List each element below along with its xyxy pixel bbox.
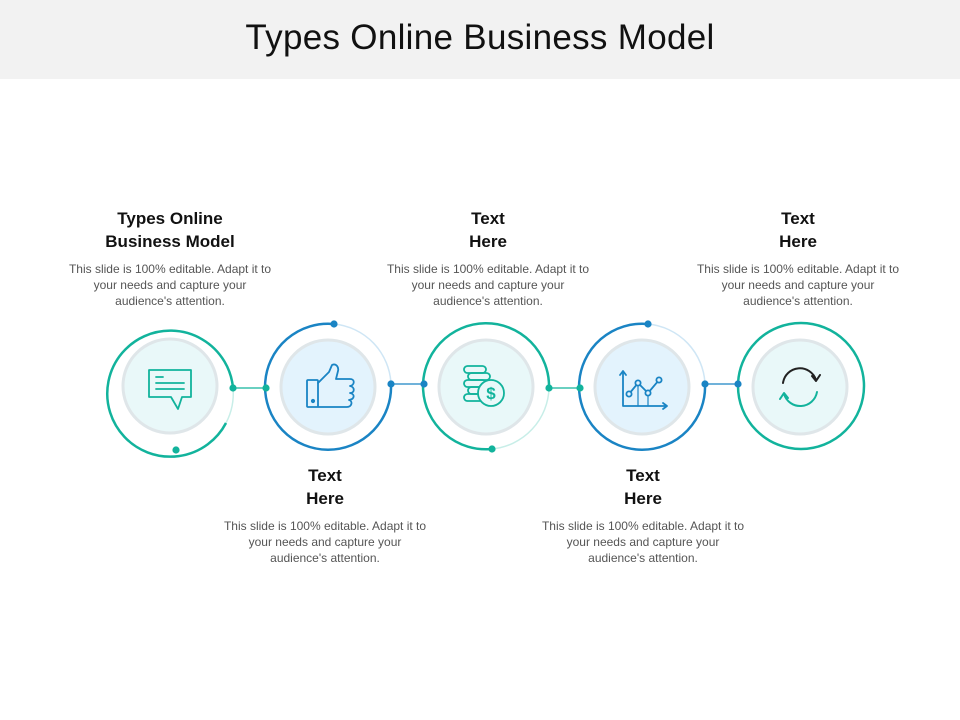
step-1-text: Types Online Business Model This slide i…	[65, 207, 275, 309]
step-1-outer-ring	[106, 329, 235, 458]
step-4-dot-left	[576, 384, 584, 392]
step-2-dot-right	[387, 380, 395, 388]
coins-dollar-icon: $	[463, 365, 505, 407]
step-3-dot-left	[420, 380, 428, 388]
step-1-dot-right	[229, 384, 237, 392]
step-3-dot-bottom	[488, 445, 496, 453]
step-2-heading: Text Here	[306, 466, 344, 508]
step-3-heading: Text Here	[469, 209, 507, 251]
step-2-text: Text Here This slide is 100% editable. A…	[220, 464, 430, 566]
step-2-dot-left	[262, 384, 270, 392]
chat-icon	[148, 369, 192, 410]
step-1-node	[106, 329, 237, 458]
line-chart-icon	[619, 370, 668, 410]
svg-text:$: $	[486, 384, 496, 403]
refresh-cycle-icon	[779, 367, 821, 408]
step-4-dot-right	[701, 380, 709, 388]
step-4-node	[576, 320, 709, 451]
step-4-faint-arc	[647, 323, 706, 385]
step-4-outer-ring	[577, 322, 707, 451]
step-1-inner-circle	[121, 337, 219, 435]
step-3-node: $	[420, 322, 553, 453]
step-1-heading: Types Online Business Model	[105, 209, 235, 251]
step-5-inner-circle	[751, 338, 849, 436]
step-5-node	[734, 321, 866, 451]
step-1-description: This slide is 100% editable. Adapt it to…	[68, 262, 272, 308]
thumbs-up-icon	[306, 363, 355, 408]
step-3-description: This slide is 100% editable. Adapt it to…	[386, 262, 590, 308]
step-3-outer-ring	[421, 322, 551, 451]
step-5-text: Text Here This slide is 100% editable. A…	[693, 207, 903, 309]
step-3-text: Text Here This slide is 100% editable. A…	[383, 207, 593, 309]
step-2-description: This slide is 100% editable. Adapt it to…	[223, 519, 427, 565]
step-4-dot-top	[644, 320, 652, 328]
step-2-outer-ring	[263, 322, 393, 451]
page-title: Types Online Business Model	[245, 18, 715, 57]
step-4-heading: Text Here	[624, 466, 662, 508]
step-5-dot-left	[734, 380, 742, 388]
step-4-description: This slide is 100% editable. Adapt it to…	[541, 519, 745, 565]
step-2-dot-top	[330, 320, 338, 328]
step-5-description: This slide is 100% editable. Adapt it to…	[696, 262, 900, 308]
step-1-faint-arc	[225, 387, 235, 424]
step-1-dot-bottom	[172, 446, 180, 454]
step-5-heading: Text Here	[779, 209, 817, 251]
step-2-node	[262, 320, 395, 451]
step-3-dot-right	[545, 384, 553, 392]
title-bar	[0, 0, 960, 79]
connectors	[233, 383, 738, 389]
step-3-faint-arc	[491, 387, 550, 450]
step-4-text: Text Here This slide is 100% editable. A…	[538, 464, 748, 566]
step-2-inner-circle	[279, 338, 377, 436]
step-2-faint-arc	[333, 323, 392, 385]
